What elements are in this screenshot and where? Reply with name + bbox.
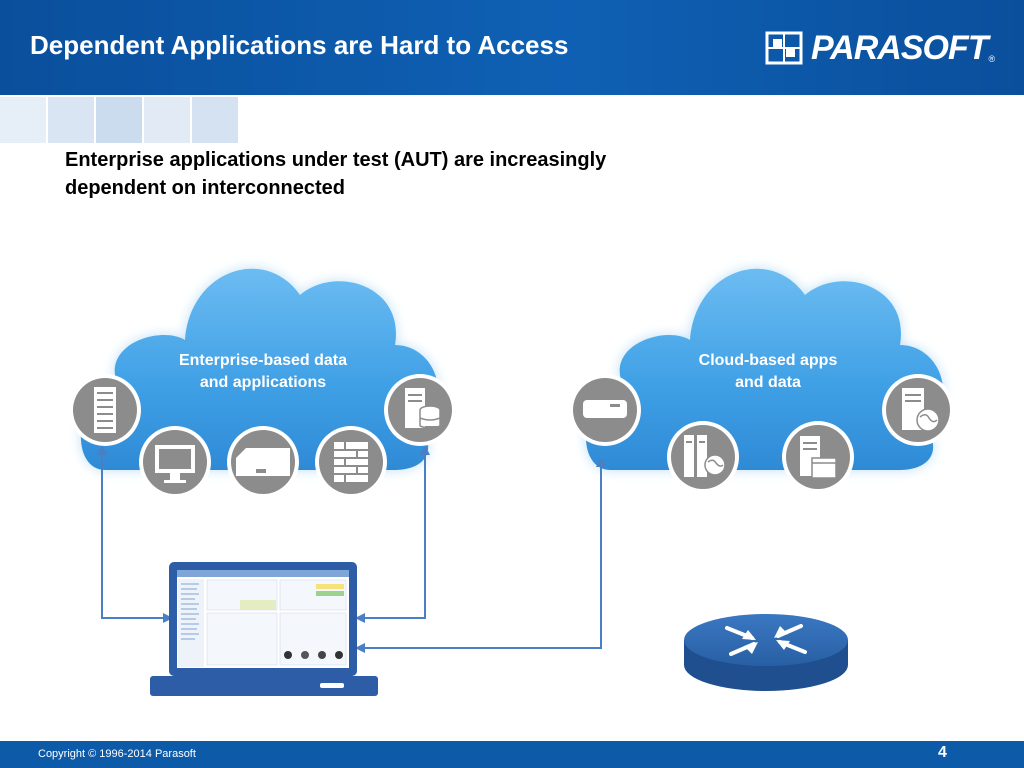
server-rack-icon	[69, 374, 141, 446]
mini-server-icon	[569, 374, 641, 446]
enterprise-cloud-label-line2: and applications	[199, 374, 327, 391]
slide-footer: Copyright © 1996-2014 Parasoft 4	[0, 741, 1024, 768]
page-number: 4	[938, 744, 947, 761]
logo-wordmark: PARASOFT	[811, 28, 988, 67]
copyright-text: Copyright © 1996-2014 Parasoft	[38, 748, 196, 760]
cloud-apps-label: Cloud-based apps and data	[655, 350, 881, 394]
app-server-icon	[782, 421, 854, 493]
monitor-icon	[139, 426, 211, 498]
server-cluster-globe-icon	[667, 421, 739, 493]
enterprise-cloud	[80, 268, 439, 470]
parasoft-mark-icon	[765, 31, 803, 65]
enterprise-cloud-label: Enterprise-based data and applications	[140, 350, 386, 394]
network-appliance-icon	[227, 426, 299, 498]
web-server-icon	[882, 374, 954, 446]
laptop-icon	[150, 562, 378, 696]
firewall-icon	[315, 426, 387, 498]
cloud-apps-label-line2: and data	[735, 374, 801, 391]
decorative-tiles	[0, 95, 240, 145]
intro-text: Enterprise applications under test (AUT)…	[65, 149, 607, 199]
enterprise-cloud-label-line1: Enterprise-based data	[178, 352, 348, 369]
database-server-icon	[384, 374, 456, 446]
cloud-apps-cloud	[585, 268, 944, 470]
parasoft-logo: PARASOFT ®	[765, 28, 995, 68]
cloud-apps-label-line1: Cloud-based apps	[698, 352, 838, 369]
slide-title: Dependent Applications are Hard to Acces…	[30, 30, 569, 60]
router-icon	[684, 614, 848, 691]
slide-header: Dependent Applications are Hard to Acces…	[0, 0, 1024, 95]
logo-registered-mark: ®	[988, 54, 996, 64]
connectors	[97, 445, 606, 653]
